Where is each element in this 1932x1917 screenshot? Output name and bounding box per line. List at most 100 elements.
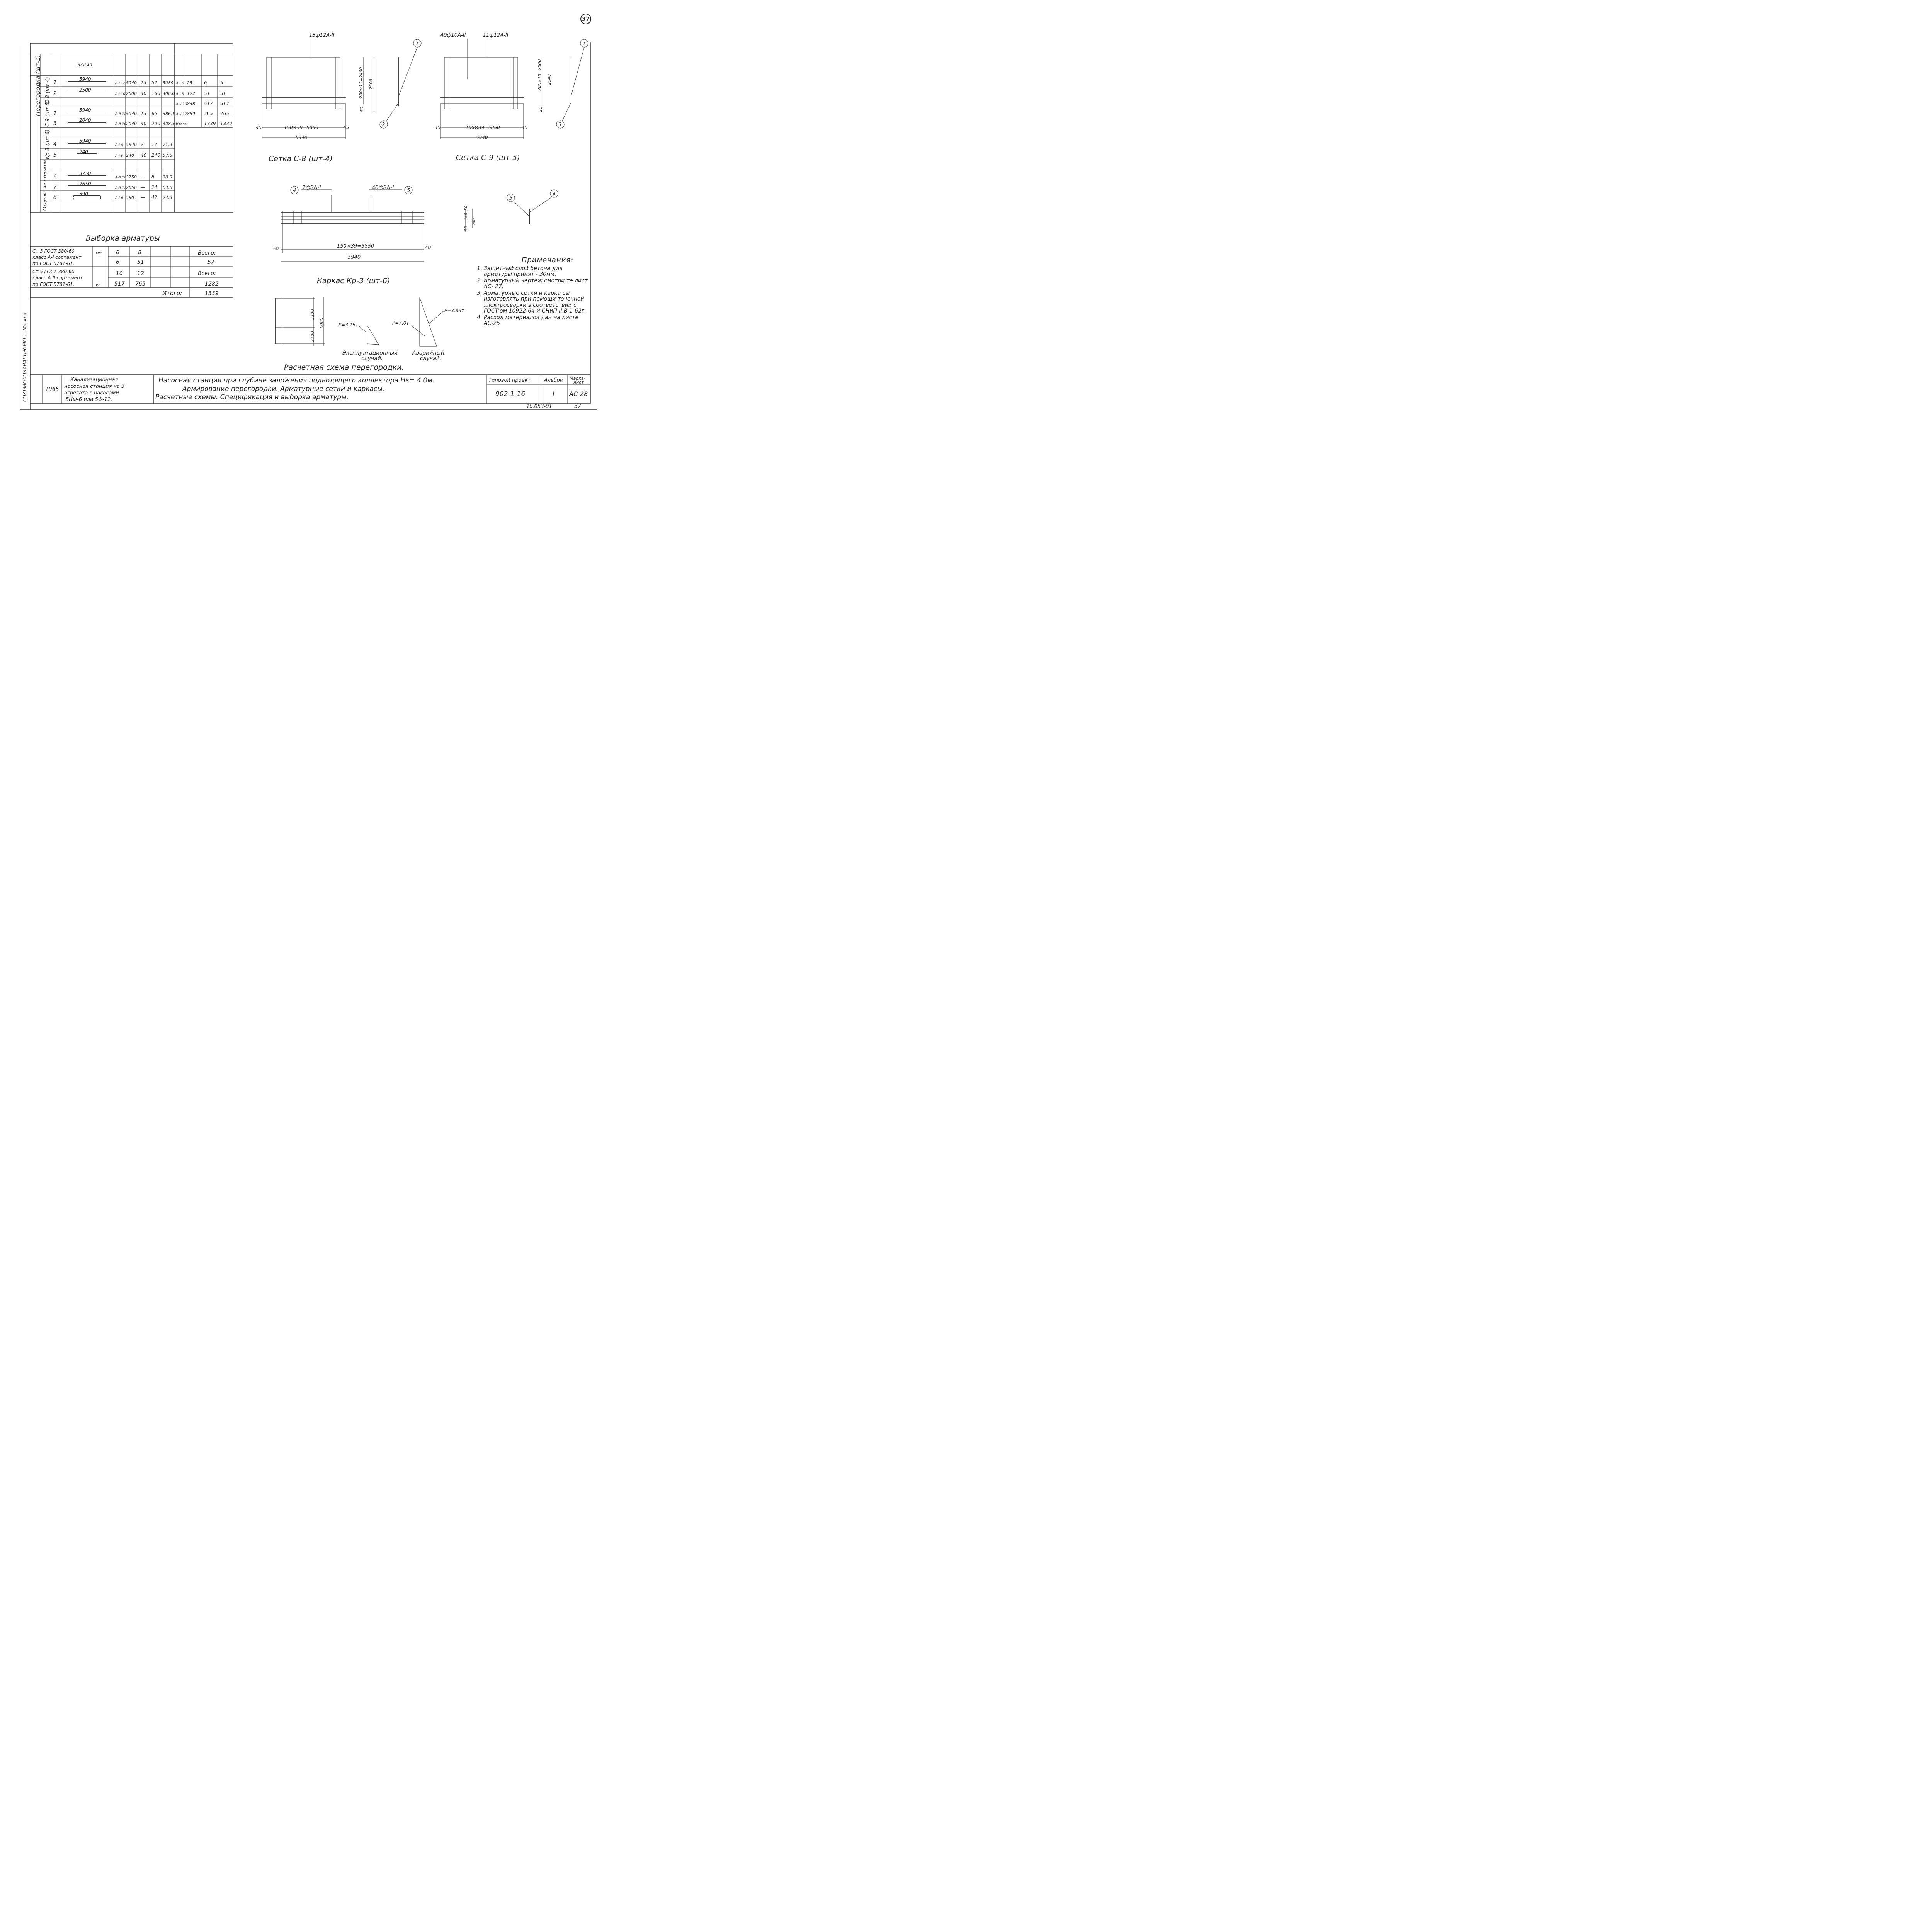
- case-accident-a: Аварийный: [412, 350, 444, 356]
- spec-w1: 51: [204, 91, 210, 96]
- spec-total: 400.0: [163, 91, 175, 96]
- spec-total: 24.8: [163, 195, 172, 200]
- kr3-section-5: 5: [509, 195, 512, 201]
- kr3-overall: 5940: [348, 255, 361, 260]
- selection-title: Выборка арматуры: [86, 234, 160, 243]
- spec-pos: 6: [53, 174, 57, 180]
- spec-pos: 3: [53, 121, 57, 127]
- c9-bars-top-b: 11ф12А-II: [483, 32, 509, 38]
- spec-dia: A-II 10: [115, 122, 126, 126]
- note-item: Арматурные сетки и карка сы изготовлять …: [484, 290, 592, 314]
- spec-w-dia: A-II 10: [175, 102, 187, 106]
- spec-total: 30.0: [163, 175, 172, 180]
- spec-w-dia: A-II 12: [175, 112, 187, 116]
- selection-table: [30, 246, 233, 298]
- spec-n1: —: [141, 195, 145, 200]
- sel-spec-2c: по ГОСТ 5781-61.: [32, 282, 75, 287]
- spec-total: 63.6: [163, 185, 172, 190]
- sel-grand: 1339: [205, 291, 219, 297]
- calc-h-total: 6000: [319, 318, 324, 328]
- c8-title: Сетка С-8 (шт-4): [269, 155, 333, 163]
- spec-dia: A-I 8: [115, 143, 123, 147]
- c9-vert-20: 20: [538, 107, 543, 112]
- spec-header-sketch: Эскиз: [77, 62, 92, 68]
- spec-l: 5940: [126, 111, 137, 116]
- sel-spec-1c: по ГОСТ 5781-61.: [32, 261, 75, 266]
- case-accident-b: случай.: [420, 355, 441, 362]
- spec-dia: A-II 12: [115, 186, 126, 190]
- c8-edge-right: 45: [343, 125, 349, 130]
- spec-l: 2040: [126, 121, 137, 126]
- spec-length: 3750: [79, 171, 91, 176]
- tb-mark-label-b: лист: [573, 380, 584, 385]
- tb-left-4: 5НФ-6 или 5Ф-12.: [66, 397, 112, 403]
- spec-l: 2500: [126, 91, 137, 96]
- mesh-c9-drawing: [440, 39, 588, 139]
- sel-d-6: 6: [116, 250, 119, 256]
- spec-w-dia: A-I 6: [175, 82, 184, 85]
- spec-w-dia: A-I 8: [175, 92, 184, 96]
- sel-spec-1a: Ст.3 ГОСТ 380-60: [32, 248, 75, 254]
- tb-left-3: агрегата с насосами: [64, 390, 119, 396]
- spec-dia: A-II 10: [115, 176, 126, 180]
- c8-vert-a: 200×12=2400: [359, 67, 364, 99]
- sel-spec-2a: Ст.5 ГОСТ 380-60: [32, 269, 75, 274]
- sel-w-765: 765: [135, 281, 146, 287]
- sel-total-label-1: Всего:: [198, 250, 216, 256]
- note-item: Арматурный чертеж смотри те лист АС- 27.: [484, 278, 592, 290]
- c9-title: Сетка С-9 (шт-5): [456, 153, 520, 162]
- spec-n1: 40: [141, 91, 147, 96]
- spec-n2: 65: [151, 111, 157, 116]
- spec-n2: 200: [151, 121, 160, 126]
- note-item: Расход материалов дан на листе АС-25: [484, 314, 592, 327]
- spec-total: 408.5: [163, 121, 175, 126]
- spec-l: 3750: [126, 175, 137, 180]
- spec-dia: A-I 12: [115, 82, 126, 85]
- sel-total-label-2: Всего:: [198, 270, 216, 277]
- tb-mark-value: АС-28: [569, 390, 588, 398]
- case-exploitation-a: Эксплуатационный: [342, 350, 398, 356]
- spec-w-len: 859: [187, 111, 195, 116]
- sel-spec-2b: класс А-II сортамент: [32, 275, 83, 280]
- spec-w1: 1339: [204, 121, 216, 126]
- spec-l: 5940: [126, 80, 137, 85]
- spec-dia: A-I 6: [115, 196, 123, 200]
- spec-table: [30, 43, 233, 213]
- tb-main-3: Расчетные схемы. Спецификация и выборка …: [155, 393, 349, 401]
- spec-n2: 160: [151, 91, 160, 96]
- spec-w-len: 122: [187, 91, 195, 96]
- load-accident-2: Р=3.86т: [444, 308, 464, 313]
- kr3-edge-left: 50: [273, 246, 279, 252]
- load-exploitation: Р=3.15т: [338, 322, 359, 328]
- spec-pos: 8: [53, 194, 57, 201]
- kr3-bar5: 40ф8А-I: [372, 185, 394, 191]
- tb-album-label: Альбом: [544, 377, 564, 383]
- spec-pos: 4: [53, 141, 57, 148]
- tb-main-2: Армирование перегородки. Арматурные сетк…: [182, 385, 384, 393]
- kr3-spacing: 150×39=5850: [337, 243, 374, 249]
- sel-spec-1b: класс А-I сортамент: [32, 255, 82, 260]
- spec-w2: 6: [220, 80, 223, 85]
- spec-l: 2650: [126, 185, 137, 190]
- tb-typ-value: 902-1-16: [495, 390, 525, 398]
- notes-heading: Примечания:: [521, 256, 574, 264]
- spec-total: 71.3: [163, 142, 172, 147]
- spec-pos: 5: [53, 152, 57, 158]
- spec-w-len: 838: [187, 101, 195, 106]
- spec-dia: A-I 10: [115, 92, 126, 96]
- spec-length: 2650: [79, 181, 91, 187]
- mesh-c8-drawing: [262, 39, 422, 139]
- kr3-h2: 140: [464, 213, 468, 220]
- c9-spacing: 150×39=5850: [466, 125, 500, 130]
- c8-edge-left: 45: [256, 125, 262, 130]
- spec-w2: 51: [220, 91, 226, 96]
- spec-n2: 240: [151, 153, 160, 158]
- page-number-badge: 37: [580, 14, 591, 24]
- spec-length: 2500: [79, 87, 91, 93]
- c8-spacing: 150×39=5850: [284, 125, 318, 130]
- tb-left-1: Канализационная: [70, 377, 118, 383]
- c8-vert-50: 50: [359, 107, 364, 112]
- spec-dia: A-II 12: [115, 112, 126, 116]
- spec-dia: A-I 8: [115, 154, 123, 158]
